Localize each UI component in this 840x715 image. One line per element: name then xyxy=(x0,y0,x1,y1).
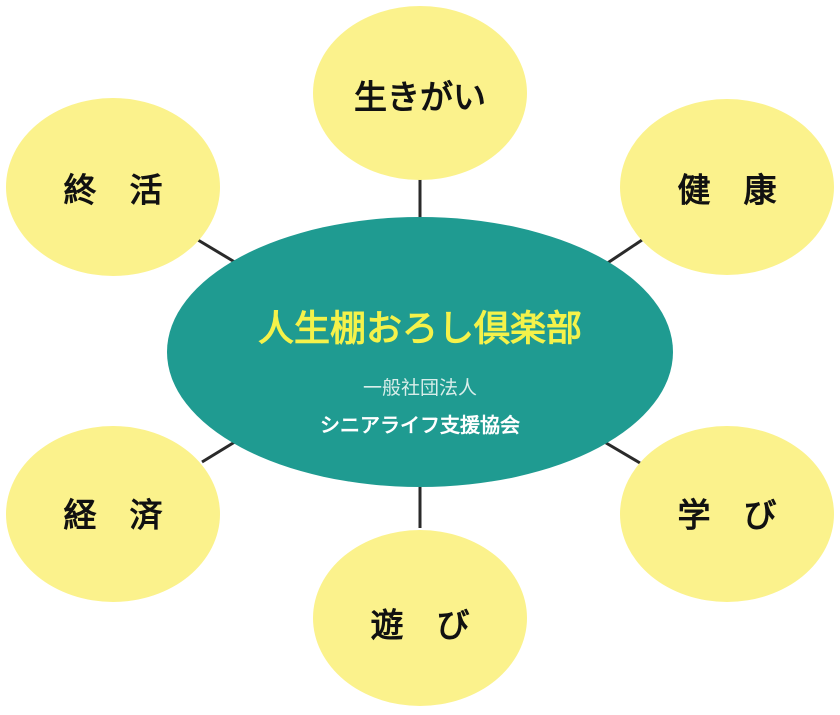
central-hub: 人生棚おろし倶楽部 一般社団法人 シニアライフ支援協会 xyxy=(167,217,673,487)
topic-label-keizai: 経 済 xyxy=(64,496,164,535)
connector-kenko xyxy=(605,236,646,266)
topic-bubble-shukatsu: 終 活 xyxy=(6,98,220,276)
topic-label-manabi: 学 び xyxy=(678,496,777,535)
bubble-shape-manabi xyxy=(620,426,834,602)
topic-bubble-keizai: 経 済 xyxy=(6,426,220,602)
connector-keizai xyxy=(201,438,239,464)
topic-label-kenko: 健 康 xyxy=(678,171,778,210)
bubble-shape-kenko xyxy=(620,99,834,275)
topic-bubble-manabi: 学 び xyxy=(620,426,834,602)
bubble-shape-asobi xyxy=(313,530,527,706)
hub-title: 人生棚おろし倶楽部 xyxy=(258,309,582,350)
connector-manabi xyxy=(600,438,641,465)
bubble-shape-keizai xyxy=(6,426,220,602)
topic-label-shukatsu: 終 活 xyxy=(64,171,163,210)
topic-label-ikigai: 生きがい xyxy=(354,78,486,117)
hub-subtitle: 一般社団法人 xyxy=(363,377,477,399)
topic-bubble-ikigai: 生きがい xyxy=(313,6,527,180)
connectors xyxy=(197,170,646,528)
bubble-shape-shukatsu xyxy=(6,98,220,276)
topic-label-asobi: 遊 び xyxy=(371,606,470,645)
bubble-shape-ikigai xyxy=(313,6,527,180)
hub-ellipse xyxy=(167,217,673,487)
topic-bubble-kenko: 健 康 xyxy=(620,99,834,275)
connector-shukatsu xyxy=(197,238,239,266)
hub-organization: シニアライフ支援協会 xyxy=(320,413,520,437)
topic-bubble-asobi: 遊 び xyxy=(313,530,527,706)
